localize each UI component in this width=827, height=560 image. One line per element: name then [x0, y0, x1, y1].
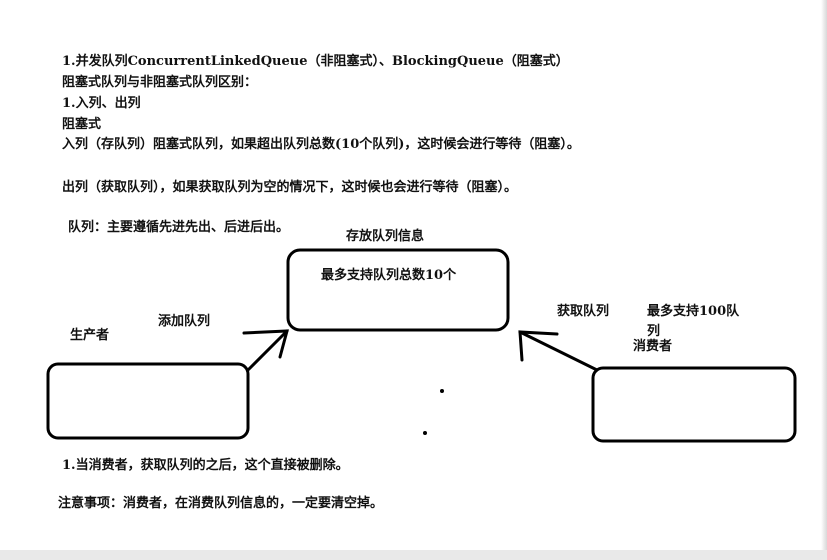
footer-line-1: 1.当消费者，获取队列的之后，这个直接被删除。	[62, 458, 349, 473]
note-line-1: 1.并发队列ConcurrentLinkedQueue（非阻塞式）、Blocki…	[62, 54, 569, 69]
producer-label: 生产者	[70, 328, 110, 343]
consumer-box	[591, 366, 797, 443]
window-bottom-edge	[0, 550, 827, 560]
queue-box	[286, 248, 510, 332]
consumer-capacity-label-wrap: 列	[647, 324, 661, 339]
window-right-edge	[821, 0, 827, 560]
add-queue-arrow	[242, 329, 289, 372]
add-queue-label: 添加队列	[158, 314, 211, 329]
footer-line-2: 注意事项：消费者，在消费队列信息的，一定要清空掉。	[58, 496, 384, 511]
note-line-5: 入列（存队列）阻塞式队列，如果超出队列总数(10个队列)，这时候会进行等待（阻塞…	[62, 137, 580, 152]
note-line-2: 阻塞式队列与非阻塞式队列区别：	[62, 75, 258, 90]
note-line-3: 1.入列、出列	[62, 96, 141, 111]
note-line-7: 队列：主要遵循先进先出、后进后出。	[68, 220, 290, 235]
consumer-label: 消费者	[633, 339, 673, 354]
producer-box	[46, 362, 250, 440]
get-queue-arrow	[518, 330, 599, 372]
queue-capacity-label: 最多支持队列总数10个	[321, 268, 457, 283]
note-line-4: 阻塞式	[62, 117, 102, 132]
note-line-6: 出列（获取队列），如果获取队列为空的情况下，这时候也会进行等待（阻塞）。	[62, 180, 518, 195]
consumer-capacity-label: 最多支持100队	[647, 304, 740, 319]
dot-mark	[423, 431, 427, 435]
get-queue-label: 获取队列	[557, 304, 610, 319]
dot-mark	[440, 389, 444, 393]
queue-store-label: 存放队列信息	[346, 229, 425, 244]
